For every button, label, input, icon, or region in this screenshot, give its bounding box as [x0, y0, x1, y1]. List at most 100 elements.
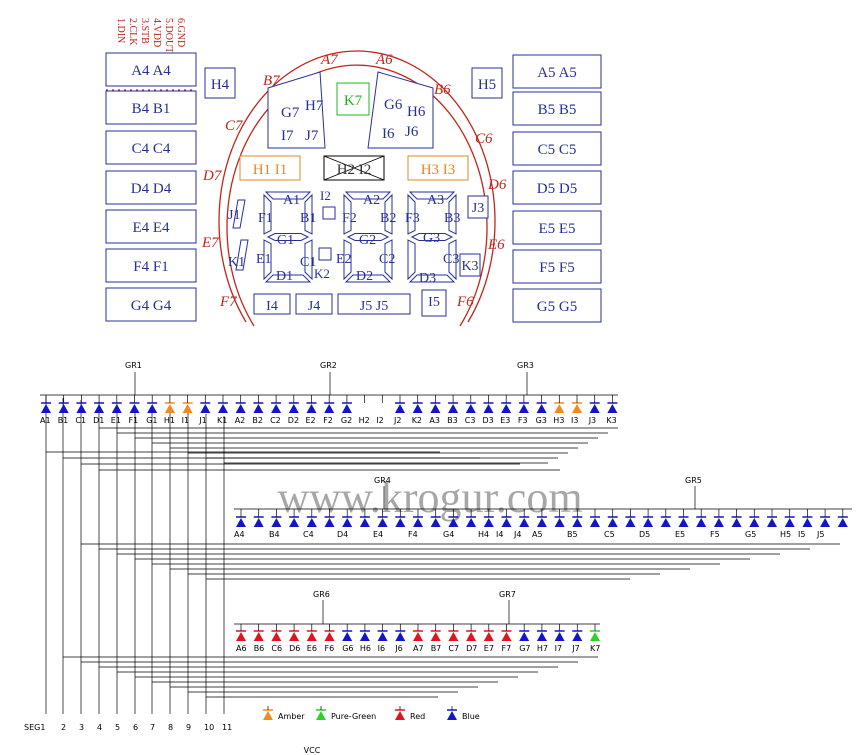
- seg-label: 10: [204, 723, 214, 732]
- arc-label: D6: [487, 177, 507, 193]
- g7-label: G7: [281, 105, 300, 121]
- left-box-label: A4 A4: [131, 63, 171, 79]
- led: [359, 632, 370, 641]
- bottom-box: [253, 293, 291, 315]
- led: [289, 518, 300, 527]
- row3-led-label: B6: [254, 644, 265, 653]
- digit-label: G2: [359, 233, 376, 248]
- led: [253, 632, 264, 641]
- j7-label: J7: [305, 128, 319, 144]
- bottom-box-label: I4: [266, 299, 278, 314]
- led: [519, 632, 530, 641]
- bottom-box-label: J4: [308, 299, 320, 314]
- seg-label: 11: [222, 723, 232, 732]
- led: [625, 518, 636, 527]
- led: [713, 518, 724, 527]
- group-label: GR3: [517, 361, 534, 370]
- digit-label: B1: [300, 211, 316, 226]
- led: [182, 404, 193, 413]
- led: [377, 632, 388, 641]
- row3-led-label: D7: [466, 644, 477, 653]
- pin-label: 5.DOUT: [163, 18, 174, 53]
- left-box-label: F4 F1: [133, 259, 168, 275]
- row1-led-label: J1: [198, 416, 206, 425]
- k1-segment: [235, 239, 249, 271]
- led: [129, 404, 140, 413]
- led: [306, 518, 317, 527]
- wedge-left-box: [267, 71, 326, 149]
- led: [519, 518, 530, 527]
- row2-led-label: C5: [604, 530, 615, 539]
- led: [58, 404, 69, 413]
- row1-led-label: B2: [252, 416, 263, 425]
- right-box: [512, 288, 602, 323]
- row3-led-label: H6: [360, 644, 371, 653]
- digit-label: D2: [356, 269, 373, 284]
- h2i2-label: H2 I2: [337, 162, 372, 178]
- digit-segment: [263, 239, 272, 281]
- seg-label: 5: [115, 723, 120, 732]
- digit-label: D1: [276, 269, 293, 284]
- right-box-label: B5 B5: [538, 102, 577, 118]
- led: [572, 632, 583, 641]
- led: [306, 632, 317, 641]
- digit-label: C1: [300, 255, 316, 270]
- row1-led-label: E3: [500, 416, 510, 425]
- row1-led-label: D2: [288, 416, 299, 425]
- row3-led-label: F7: [502, 644, 512, 653]
- led: [660, 518, 671, 527]
- row2-led-label: E4: [373, 530, 383, 539]
- h2i2-cross-2: [323, 155, 385, 181]
- seg-label: SEG1: [24, 723, 45, 732]
- row1-led-label: F2: [323, 416, 333, 425]
- digit-segment: [304, 193, 313, 235]
- j6-label: J6: [405, 124, 419, 140]
- led: [820, 518, 831, 527]
- row1-led-label: K2: [412, 416, 422, 425]
- digit-segment: [266, 233, 310, 241]
- row2-led-label: J4: [513, 530, 521, 539]
- group-label: GR7: [499, 590, 516, 599]
- row1-led-label: D3: [483, 416, 494, 425]
- row2-led-label: I4: [496, 530, 503, 539]
- h6-label: H6: [407, 104, 426, 120]
- led: [430, 632, 441, 641]
- k2-square: [318, 247, 332, 261]
- digit-segment: [263, 193, 272, 235]
- right-box-label: G5 G5: [537, 299, 577, 315]
- led: [483, 632, 494, 641]
- led: [643, 518, 654, 527]
- led: [289, 632, 300, 641]
- right-box: [512, 170, 602, 205]
- h4-label: H4: [211, 77, 230, 93]
- row3-led-label: E7: [484, 644, 494, 653]
- legend-label: Blue: [462, 712, 480, 721]
- arc-label: B6: [434, 82, 451, 98]
- bottom-boxes: I4 J4 J5 J5 I5: [253, 289, 447, 317]
- led: [501, 404, 512, 413]
- led: [253, 404, 264, 413]
- digit-segment: [346, 233, 390, 241]
- right-box-label: C5 C5: [538, 142, 577, 158]
- led: [94, 404, 105, 413]
- i7-label: I7: [281, 128, 294, 144]
- digit-segment: [343, 239, 352, 281]
- group-label: GR4: [374, 476, 391, 485]
- bottom-box-label: J5 J5: [360, 299, 388, 314]
- left-box: [105, 52, 197, 87]
- right-box: [512, 131, 602, 166]
- row1-led-label: G1: [146, 416, 157, 425]
- row1-led-label: A2: [235, 416, 246, 425]
- right-box: [512, 91, 602, 126]
- bottom-box-label: I5: [428, 295, 440, 310]
- digit-segment: [407, 193, 416, 235]
- led: [324, 632, 335, 641]
- pin-label: 4.VDD: [151, 18, 162, 47]
- digit-segment: [344, 274, 392, 283]
- group-label: GR1: [125, 361, 142, 370]
- i2-square: [322, 206, 336, 220]
- right-box: [512, 54, 602, 89]
